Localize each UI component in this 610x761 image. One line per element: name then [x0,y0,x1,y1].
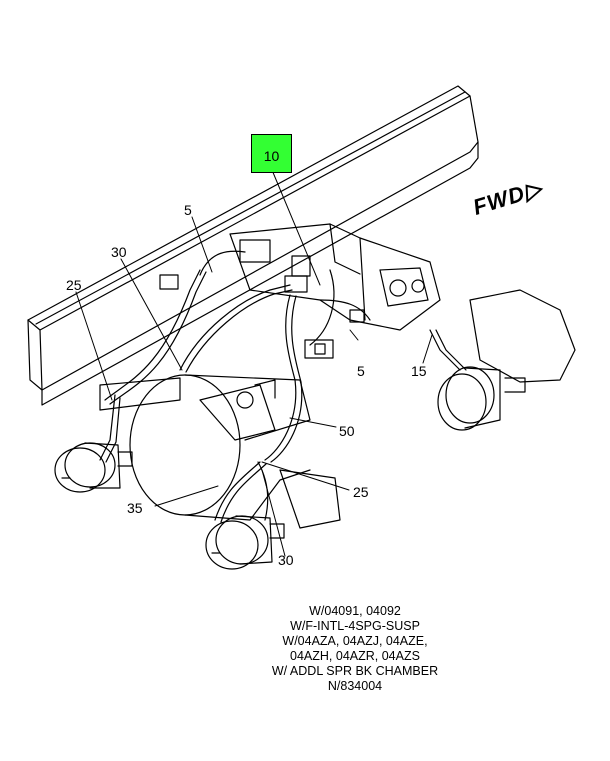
cross-member-bracket [229,223,441,331]
callout-15: 15 [411,363,427,379]
bottom-brake-chamber [205,515,285,570]
callout-35: 35 [127,500,143,516]
note-line: N/834004 [327,679,383,693]
callout-5-right: 5 [357,363,365,379]
callout-5-top: 5 [184,202,192,218]
leader-lines [75,169,433,557]
callout-25-left: 25 [66,277,82,293]
callout-50: 50 [339,423,355,439]
air-hoses [99,250,467,523]
note-line: W/F-INTL-4SPG-SUSP [290,619,420,633]
callout-10: 10 [263,148,280,164]
note-line: W/04AZA, 04AZJ, 04AZE, [282,634,428,648]
note-line: W/ ADDL SPR BK CHAMBER [271,664,439,678]
callout-30-bottom: 30 [278,552,294,568]
application-notes: W/04091, 04092 W/F-INTL-4SPG-SUSP W/04AZ… [250,604,460,694]
left-brake-chamber [54,442,133,493]
callout-10-highlight: 10 [251,134,292,173]
right-brake-chamber [437,289,576,431]
note-line: W/04091, 04092 [309,604,401,618]
axle-drum [99,374,341,529]
frame-rail [27,85,479,406]
callout-25-bottom: 25 [353,484,369,500]
callout-30-top: 30 [111,244,127,260]
note-line: 04AZH, 04AZR, 04AZS [290,649,420,663]
